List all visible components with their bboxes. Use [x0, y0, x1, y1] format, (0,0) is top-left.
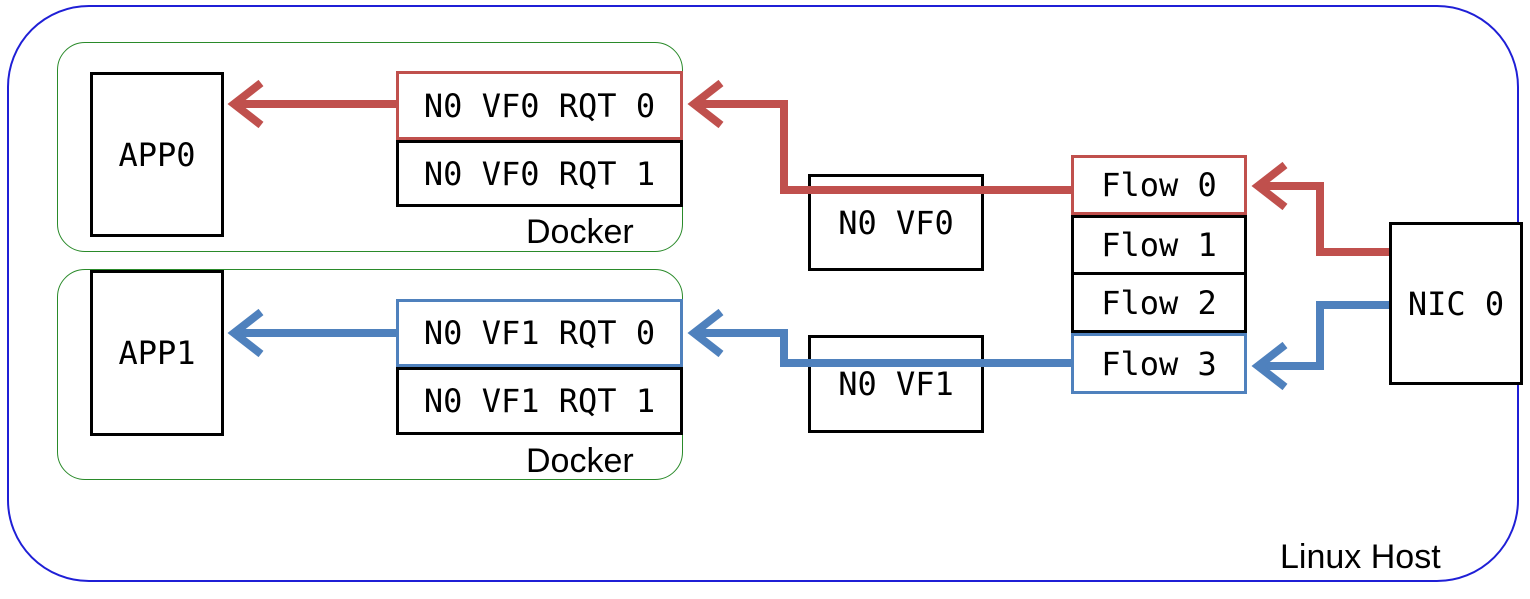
app0-label: APP0: [118, 135, 196, 174]
app0-box: APP0: [90, 72, 224, 237]
flow-2-box: Flow 2: [1071, 272, 1247, 333]
app1-box: APP1: [90, 270, 224, 436]
rx-queue-vf1-1-label: N0 VF1 RQT 1: [423, 382, 656, 420]
linux-host-label: Linux Host: [1280, 538, 1441, 576]
rx-queue-vf0-1-label: N0 VF0 RQT 1: [423, 154, 656, 193]
nic0-box: NIC 0: [1389, 222, 1523, 385]
flow-1-label: Flow 1: [1101, 226, 1217, 264]
flow-2-label: Flow 2: [1101, 283, 1217, 322]
vf1-box: N0 VF1: [808, 335, 984, 433]
app1-label: APP1: [118, 334, 196, 372]
rx-queue-vf1-1: N0 VF1 RQT 1: [396, 367, 683, 435]
nic0-label: NIC 0: [1407, 284, 1505, 323]
flow-3-box: Flow 3: [1071, 333, 1247, 394]
rx-queue-vf0-0: N0 VF0 RQT 0: [396, 71, 683, 140]
rx-queue-vf1-0-label: N0 VF1 RQT 0: [423, 314, 656, 352]
docker-label-0: Docker: [526, 213, 634, 251]
rx-queue-vf0-1: N0 VF0 RQT 1: [396, 140, 683, 207]
vf1-label: N0 VF1: [838, 365, 954, 403]
rx-queue-vf1-0: N0 VF1 RQT 0: [396, 299, 683, 367]
rx-queue-vf0-0-label: N0 VF0 RQT 0: [423, 86, 656, 125]
vf0-label: N0 VF0: [838, 203, 954, 242]
vf0-box: N0 VF0: [808, 174, 984, 271]
flow-3-label: Flow 3: [1101, 344, 1217, 383]
flow-0-box: Flow 0: [1071, 155, 1247, 215]
docker-label-1: Docker: [526, 442, 634, 480]
flow-1-box: Flow 1: [1071, 215, 1247, 275]
flow-0-label: Flow 0: [1101, 166, 1217, 204]
